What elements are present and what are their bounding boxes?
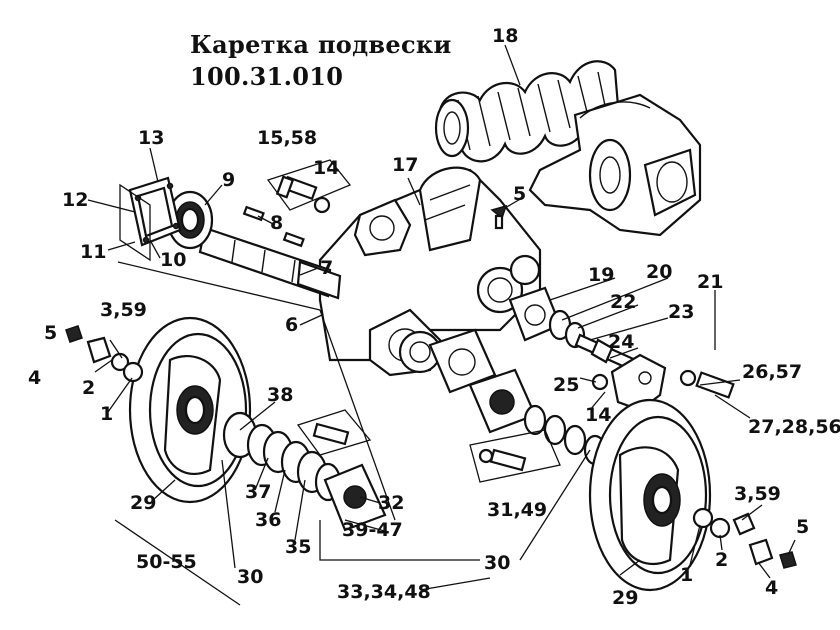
label-2-right: 2	[715, 549, 729, 571]
label-7: 7	[320, 257, 334, 279]
bolt-5-upper	[490, 204, 508, 230]
road-wheel-29-right	[588, 398, 712, 592]
central-housing	[318, 166, 542, 377]
leader-lines	[87, 44, 796, 606]
label-3-59-left: 3,59	[100, 299, 147, 321]
label-3-59-right: 3,59	[734, 483, 781, 505]
label-5-upper: 5	[513, 183, 527, 205]
label-20: 20	[646, 261, 673, 283]
label-35: 35	[285, 536, 312, 558]
label-37: 37	[245, 481, 272, 503]
label-26-57: 26,57	[742, 361, 803, 383]
label-6: 6	[285, 314, 299, 336]
label-29-left: 29	[130, 492, 157, 514]
label-1-left: 1	[100, 403, 114, 425]
coil-spring-18	[434, 60, 622, 163]
label-5-right: 5	[796, 516, 810, 538]
label-50-55: 50-55	[136, 551, 197, 573]
label-39-47: 39-47	[342, 519, 403, 541]
flange-right-group	[428, 328, 607, 466]
label-33-34-48: 33,34,48	[337, 581, 431, 603]
label-25: 25	[553, 374, 580, 396]
bracket-21	[591, 353, 667, 412]
label-36: 36	[255, 509, 282, 531]
label-24: 24	[608, 331, 635, 353]
bolt-26-57	[679, 369, 735, 399]
label-30-right: 30	[484, 552, 511, 574]
label-18: 18	[492, 25, 519, 47]
label-38: 38	[267, 384, 294, 406]
bearing-9	[166, 190, 214, 250]
hub-parts-right	[692, 507, 797, 569]
label-17: 17	[392, 154, 419, 176]
diagram-title: Каретка подвески	[190, 30, 452, 59]
swing-arm-bracket	[528, 93, 702, 237]
cover-13	[119, 176, 182, 262]
label-23: 23	[668, 301, 695, 323]
label-14-lower: 14	[585, 404, 612, 426]
label-4-left: 4	[28, 367, 42, 389]
label-8: 8	[270, 212, 284, 234]
label-2-left: 2	[82, 377, 96, 399]
label-12: 12	[62, 189, 89, 211]
label-5-left: 5	[44, 322, 58, 344]
label-4-right: 4	[765, 577, 779, 599]
hub-parts-left	[65, 325, 144, 383]
label-29-right: 29	[612, 587, 639, 609]
label-9: 9	[222, 169, 236, 191]
label-1-right: 1	[680, 564, 694, 586]
label-11: 11	[80, 241, 107, 263]
label-32: 32	[378, 492, 405, 514]
label-21: 21	[697, 271, 724, 293]
label-13: 13	[138, 127, 165, 149]
diagram-catalog-number: 100.31.010	[190, 62, 344, 91]
label-31-49: 31,49	[487, 499, 548, 521]
bolt-box-left	[296, 409, 372, 456]
label-15-58: 15,58	[257, 127, 318, 149]
label-22: 22	[610, 291, 637, 313]
road-wheel-29-left	[128, 316, 252, 504]
label-19: 19	[588, 264, 615, 286]
label-27-28-56: 27,28,56	[748, 416, 840, 438]
label-10: 10	[160, 249, 187, 271]
bolt-15	[266, 159, 352, 214]
bolt-31-49	[469, 429, 561, 483]
label-14-upper: 14	[313, 157, 340, 179]
label-30-left: 30	[237, 566, 264, 588]
flange-32	[323, 463, 387, 532]
